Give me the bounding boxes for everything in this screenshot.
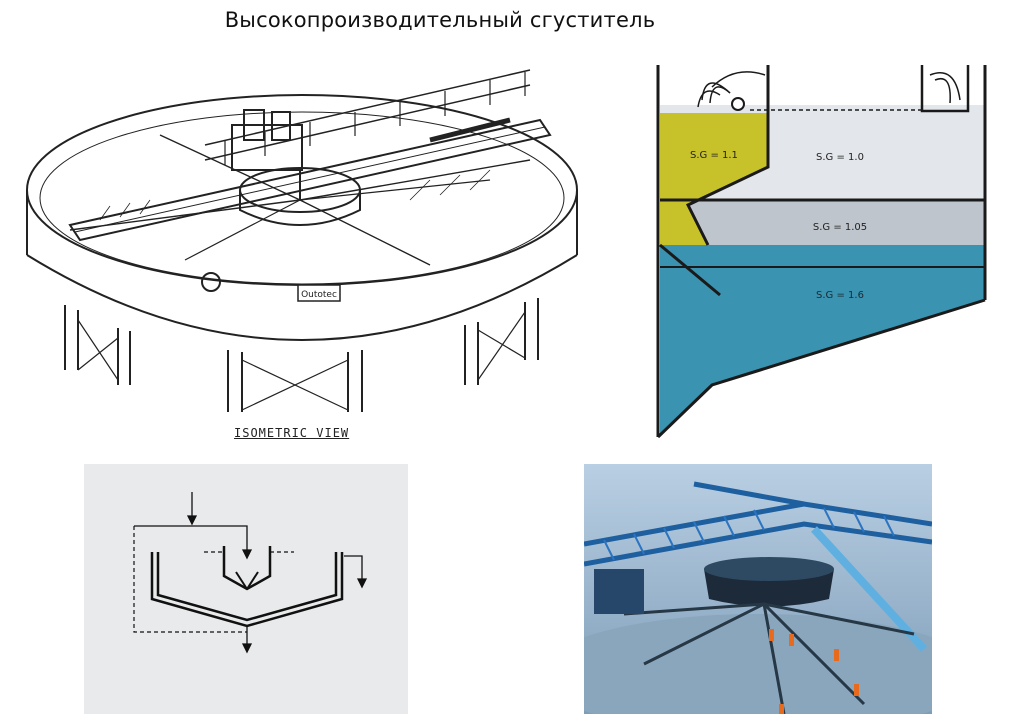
badge-frame [297, 284, 341, 302]
thickener-photo [584, 464, 932, 714]
label-sg-1-1: S.G = 1.1 [690, 150, 738, 161]
density-layers-diagram: S.G = 1.1 S.G = 1.0 S.G = 1.05 S.G = 1.6 [656, 65, 987, 439]
isometric-caption: ISOMETRIC VIEW [234, 426, 350, 440]
label-sg-1-0: S.G = 1.0 [816, 152, 864, 163]
flow-schematic [84, 464, 408, 714]
layer-sediment [660, 245, 985, 437]
layer-feed [660, 113, 768, 245]
label-sg-1-05: S.G = 1.05 [813, 222, 867, 233]
manhole-icon [201, 272, 221, 292]
label-sg-1-6: S.G = 1.6 [816, 290, 864, 301]
float-icon [731, 97, 745, 111]
badge-label: Outotec [301, 290, 337, 300]
isometric-thickener-drawing: Outotec [26, 69, 578, 412]
page-title: Высокопроизводительный сгуститель [224, 8, 656, 32]
